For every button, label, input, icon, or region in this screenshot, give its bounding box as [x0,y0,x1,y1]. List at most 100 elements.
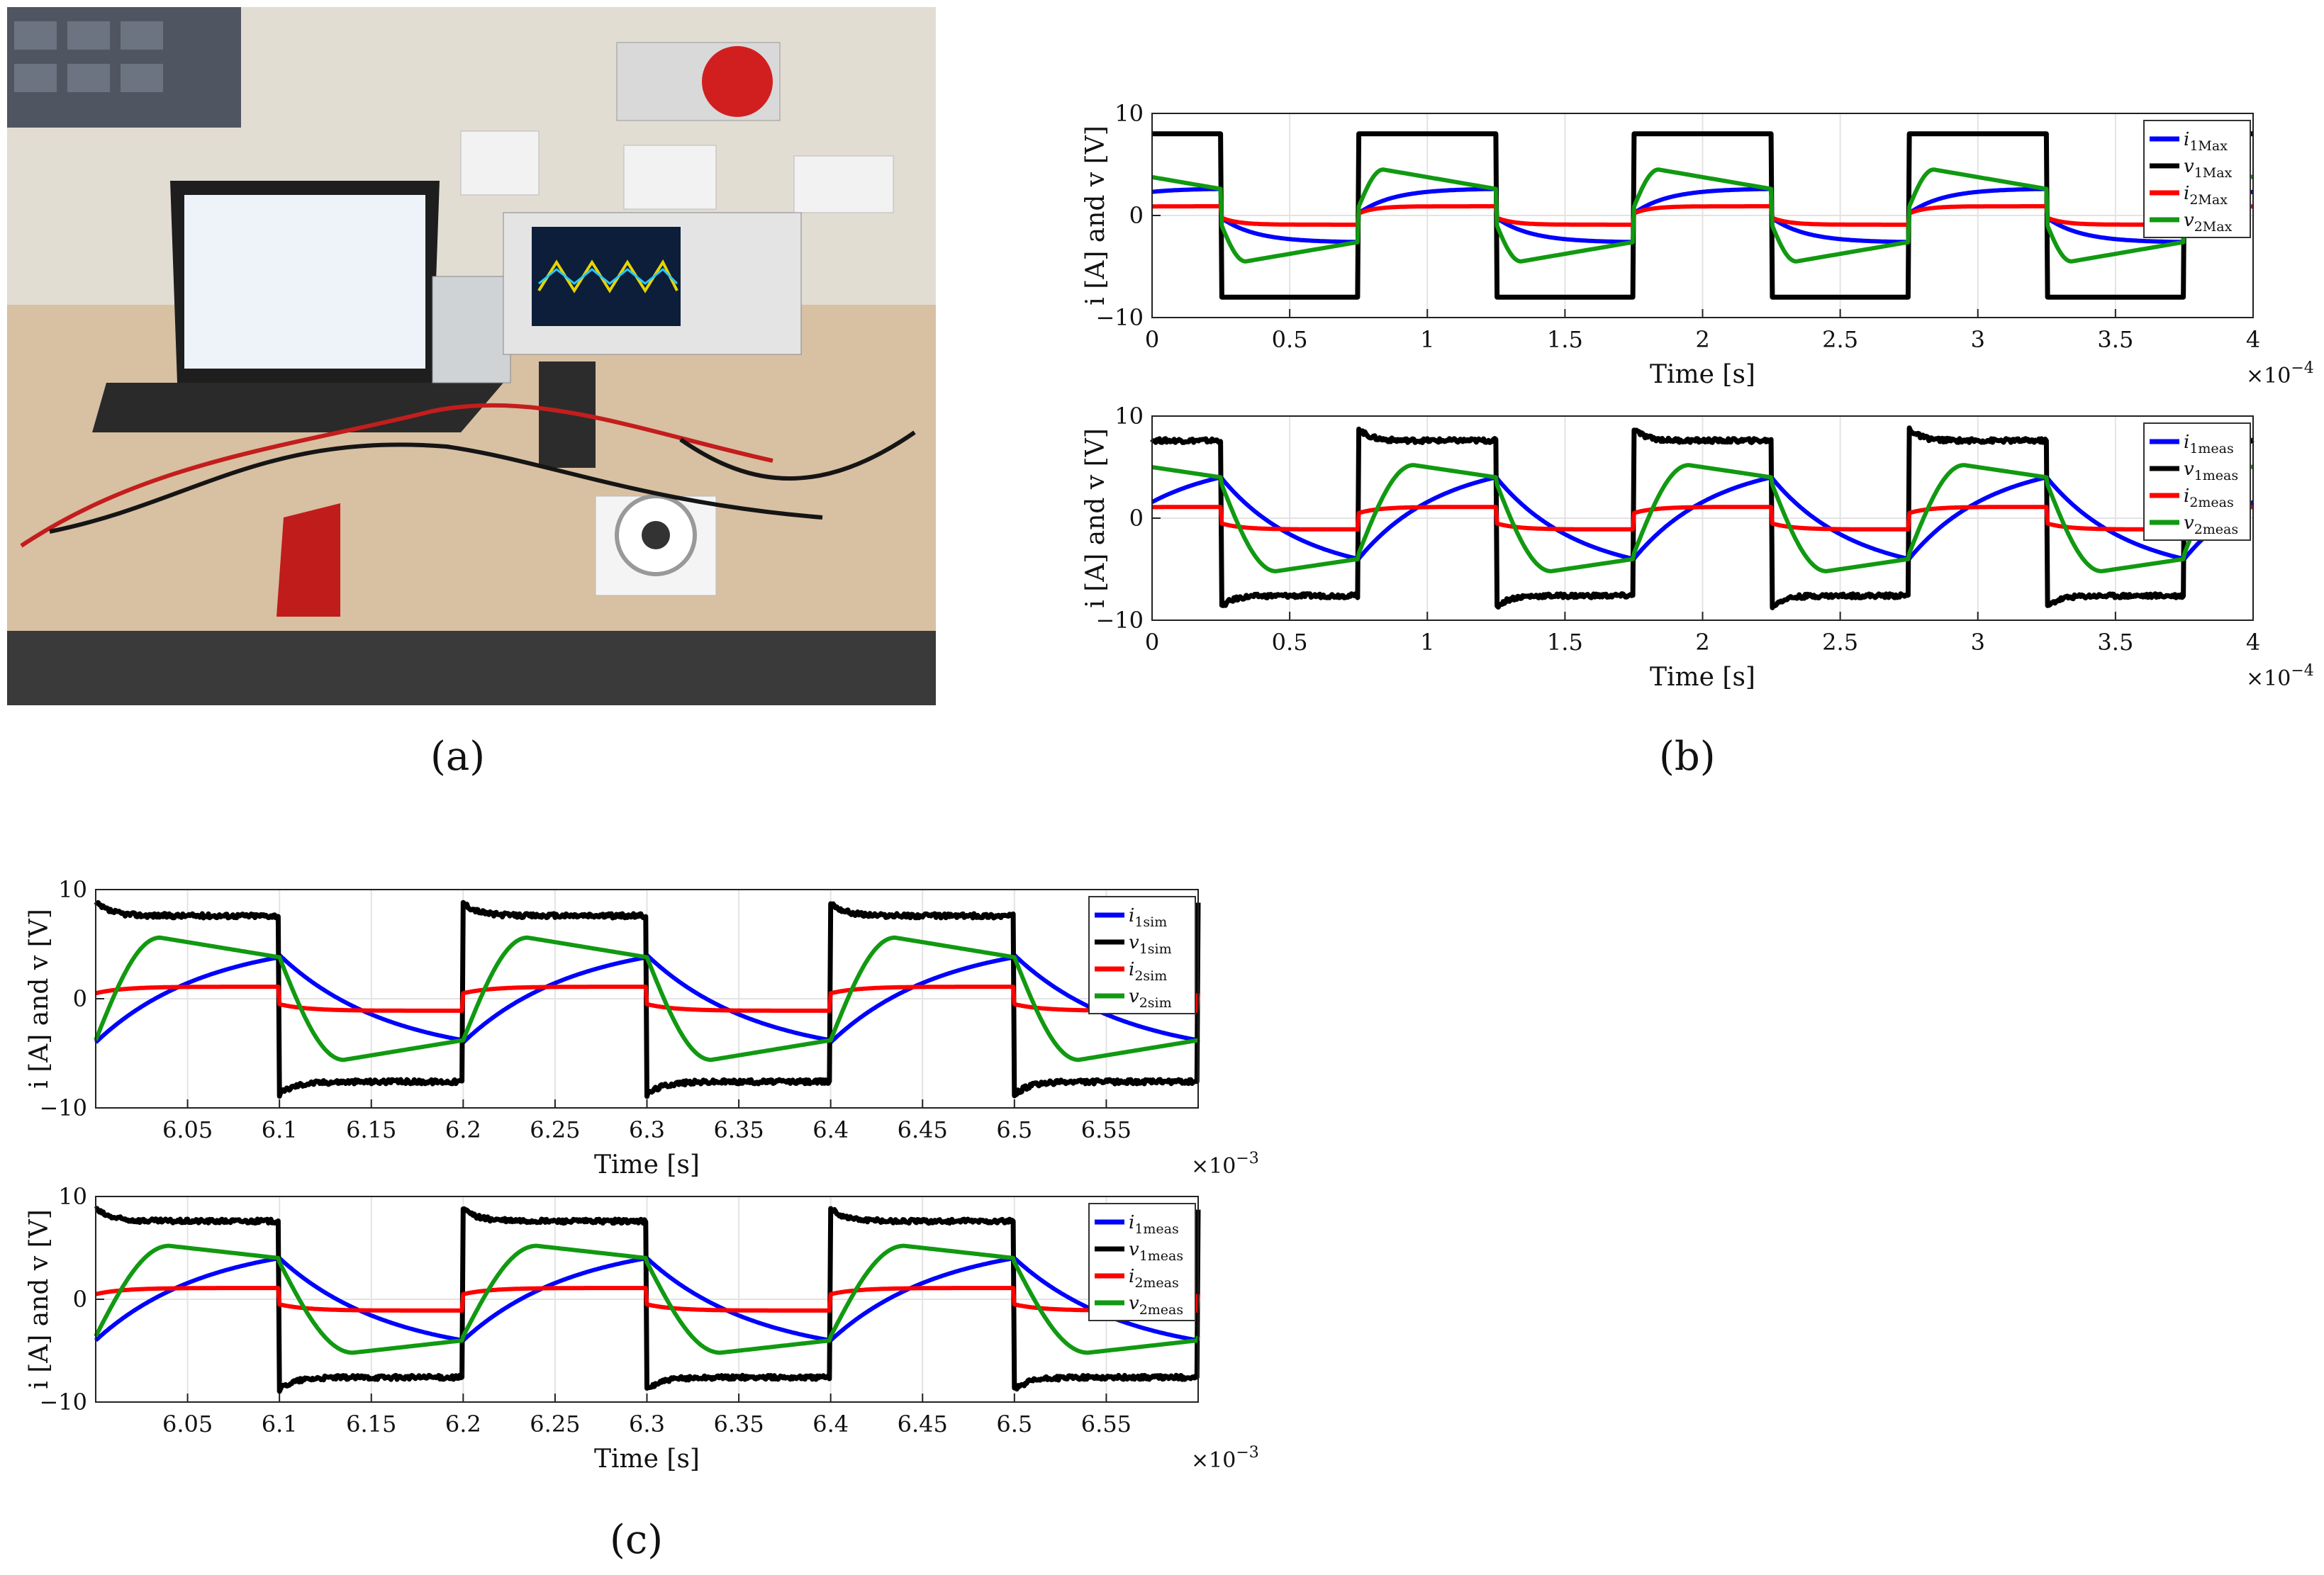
x-tick-label: 6.4 [812,1116,849,1143]
x-tick-label: 6.2 [445,1116,481,1143]
legend-entry-i1meas: i1meas [2184,432,2234,456]
legend-subscript: 2sim [1134,968,1167,984]
x-tick-label: 6.45 [898,1116,948,1143]
x-tick-label: 2.5 [1822,629,1858,656]
x-exponent-label: ×10−4 [2246,662,2314,691]
x-tick-label: 3.5 [2097,326,2133,353]
x-tick-label: 6.2 [445,1411,481,1437]
x-exponent-power: −4 [2291,359,2313,377]
series-line-v2meas [94,1243,1200,1355]
x-tick-label: 6.5 [996,1116,1032,1143]
x-tick-label: 6.3 [629,1411,665,1437]
x-tick-label: 3 [1971,629,1985,656]
series-line-i2Max [1151,204,2255,227]
legend-symbol: i [1129,905,1134,926]
x-tick-label: 6.4 [812,1411,849,1437]
x-axis-label: Time [s] [1650,663,1755,692]
series-line-v2meas [1151,463,2255,573]
legend-entry-i2meas: i2meas [1129,1266,1179,1291]
lab-setup-photo [7,7,936,705]
legend-subscript: 2meas [2189,495,2233,510]
legend-symbol: i [2184,129,2189,150]
legend-symbol: v [2184,459,2194,480]
legend-symbol: v [1129,932,1139,953]
lab-setup-illustration [7,7,936,705]
y-axis-label: i [A] and v [V] [25,909,54,1089]
legend-symbol: v [1129,1239,1139,1260]
x-tick-label: 6.05 [162,1116,213,1143]
x-exponent-label: ×10−3 [1191,1444,1259,1473]
series-line-i2meas [94,1286,1200,1313]
y-axis-label: i [A] and v [V] [1081,125,1110,306]
x-axis-label: Time [s] [594,1150,700,1179]
x-tick-label: 2.5 [1822,326,1858,353]
x-tick-label: 4 [2246,326,2260,353]
legend-entry-i1Max: i1Max [2184,129,2228,154]
legend-entry-v2sim: v2sim [1129,986,1172,1011]
x-axis-label: Time [s] [594,1445,700,1474]
legend-subscript: 1meas [2189,441,2233,456]
x-tick-label: 3 [1971,326,1985,353]
x-tick-label: 6.1 [262,1411,298,1437]
legend-entry-v2meas: v2meas [2184,512,2238,537]
x-exponent-power: −3 [1236,1150,1258,1167]
legend-entry-v1meas: v1meas [2184,459,2238,483]
x-tick-label: 6.05 [162,1411,213,1437]
legend-subscript: 1sim [1134,914,1167,930]
legend-symbol: v [2184,210,2194,231]
legend-entry-i2meas: i2meas [2184,486,2234,510]
legend-symbol: i [1129,1212,1134,1233]
x-exponent-label: ×10−3 [1191,1150,1259,1179]
legend-subscript: 1meas [1134,1221,1178,1237]
legend-entry-i1meas: i1meas [1129,1212,1179,1237]
legend-symbol: v [1129,1293,1139,1314]
y-tick-label: 10 [58,1183,87,1210]
x-tick-label: 6.55 [1081,1116,1132,1143]
series-line-i2meas [1151,505,2255,532]
x-tick-label: 1.5 [1547,326,1583,353]
caption-c: (c) [610,1517,664,1563]
series-line-v1meas [94,1206,1201,1394]
x-tick-label: 1 [1420,629,1434,656]
legend-symbol: i [2184,486,2189,507]
legend-entry-v1Max: v1Max [2184,156,2233,181]
legend-subscript: 2Max [2189,192,2228,208]
x-tick-label: 0 [1145,326,1159,353]
x-tick-label: 2 [1695,629,1709,656]
x-tick-label: 1.5 [1547,629,1583,656]
x-exponent-power: −3 [1236,1444,1258,1462]
legend-entry-i1sim: i1sim [1129,905,1167,930]
legend-subscript: 2meas [2194,522,2238,537]
x-tick-label: 6.55 [1081,1411,1132,1437]
y-tick-label: 0 [73,985,87,1012]
legend-entry-v2Max: v2Max [2184,210,2233,235]
y-tick-label: −10 [1095,607,1144,634]
legend-subscript: 2meas [1139,1302,1183,1318]
x-tick-label: 1 [1420,326,1434,353]
legend-symbol: v [1129,986,1139,1007]
x-exponent-power: −4 [2291,662,2313,680]
caption-b: (b) [1659,734,1716,780]
y-tick-label: 0 [1129,505,1144,532]
series-line-v2sim [94,935,1200,1063]
legend-symbol: i [1129,1266,1134,1287]
legend-entry-v2meas: v2meas [1129,1293,1183,1318]
y-tick-label: 10 [1114,100,1144,127]
legend-subscript: 1Max [2194,165,2233,181]
series-line-v1meas [1150,425,2255,610]
series-line-i2sim [94,985,1200,1013]
series-line-v1Max [1151,131,2255,300]
x-tick-label: 6.1 [262,1116,298,1143]
series-line-v2Max [1151,167,2255,264]
legend-entry-v1meas: v1meas [1129,1239,1183,1264]
caption-a: (a) [430,734,486,780]
x-axis-label: Time [s] [1650,360,1755,389]
